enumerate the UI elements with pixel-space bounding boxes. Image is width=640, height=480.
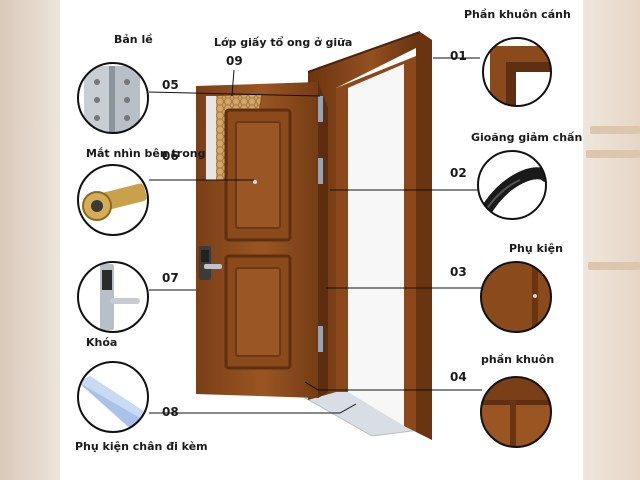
number-01: 01 (450, 49, 467, 63)
label-09: Lớp giấy tổ ong ở giữa (214, 36, 352, 49)
door-leaf (196, 82, 328, 398)
number-09: 09 (226, 54, 243, 68)
number-08: 08 (162, 405, 179, 419)
label-01: Phần khuôn cánh (464, 8, 571, 21)
number-05: 05 (162, 78, 179, 92)
label-07: Khóa (86, 336, 117, 349)
label-02: Gioăng giảm chấn (471, 131, 582, 144)
label-03: Phụ kiện (509, 242, 563, 255)
number-04: 04 (450, 370, 467, 384)
number-03: 03 (450, 265, 467, 279)
number-07: 07 (162, 271, 179, 285)
label-04: phần khuôn (481, 353, 554, 366)
label-06: Mắt nhìn bên trong (86, 147, 206, 160)
number-06: 06 (162, 149, 179, 163)
label-05: Bản lề (114, 33, 153, 46)
number-02: 02 (450, 166, 467, 180)
label-08: Phụ kiện chân đi kèm (75, 440, 208, 453)
